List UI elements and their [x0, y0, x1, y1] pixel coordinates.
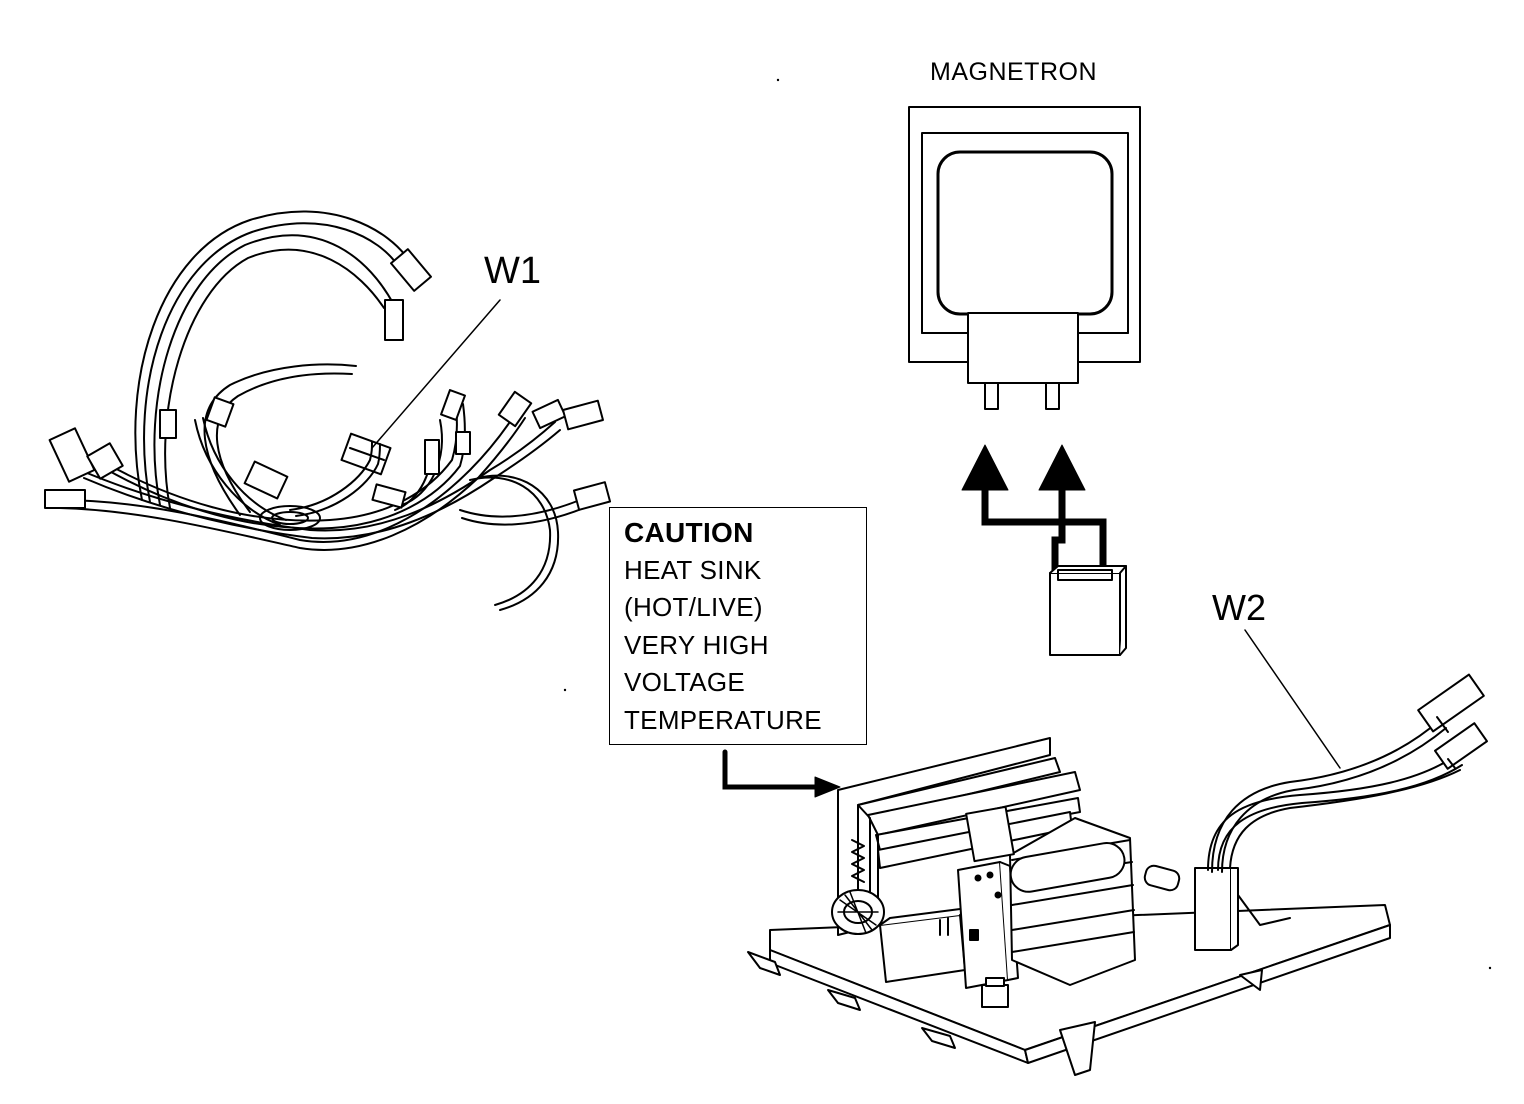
wire-harness-w2 [1207, 719, 1463, 873]
w2-connectors [1417, 673, 1488, 770]
magnetron-connection-arrows [961, 444, 1107, 575]
w2-label: W2 [1212, 587, 1266, 628]
caution-line-heat-sink: HEAT SINK [624, 554, 762, 585]
caution-pointer-arrow [722, 749, 841, 798]
caution-box: CAUTION HEAT SINK (HOT/LIVE) VERY HIGH V… [609, 507, 867, 745]
w1-connectors [44, 248, 612, 511]
caution-line-very-high: VERY HIGH [624, 629, 769, 660]
caution-title: CAUTION [624, 517, 754, 548]
magnetron-title: MAGNETRON [930, 58, 1097, 86]
wire-harness-w1 [59, 210, 585, 611]
caution-line-hot-live: (HOT/LIVE) [624, 592, 763, 622]
magnetron-plug [1049, 565, 1127, 656]
scan-specks [563, 78, 1492, 970]
w1-leader-line [371, 299, 501, 449]
w2-leader-line [1244, 629, 1341, 769]
caution-line-voltage: VOLTAGE [624, 667, 746, 697]
caution-line-temperature: TEMPERATURE [624, 704, 822, 735]
caution-text: CAUTION HEAT SINK (HOT/LIVE) VERY HIGH V… [624, 514, 822, 739]
w1-label: W1 [484, 250, 541, 292]
hv-inverter-board [747, 737, 1391, 1076]
magnetron [908, 106, 1141, 410]
